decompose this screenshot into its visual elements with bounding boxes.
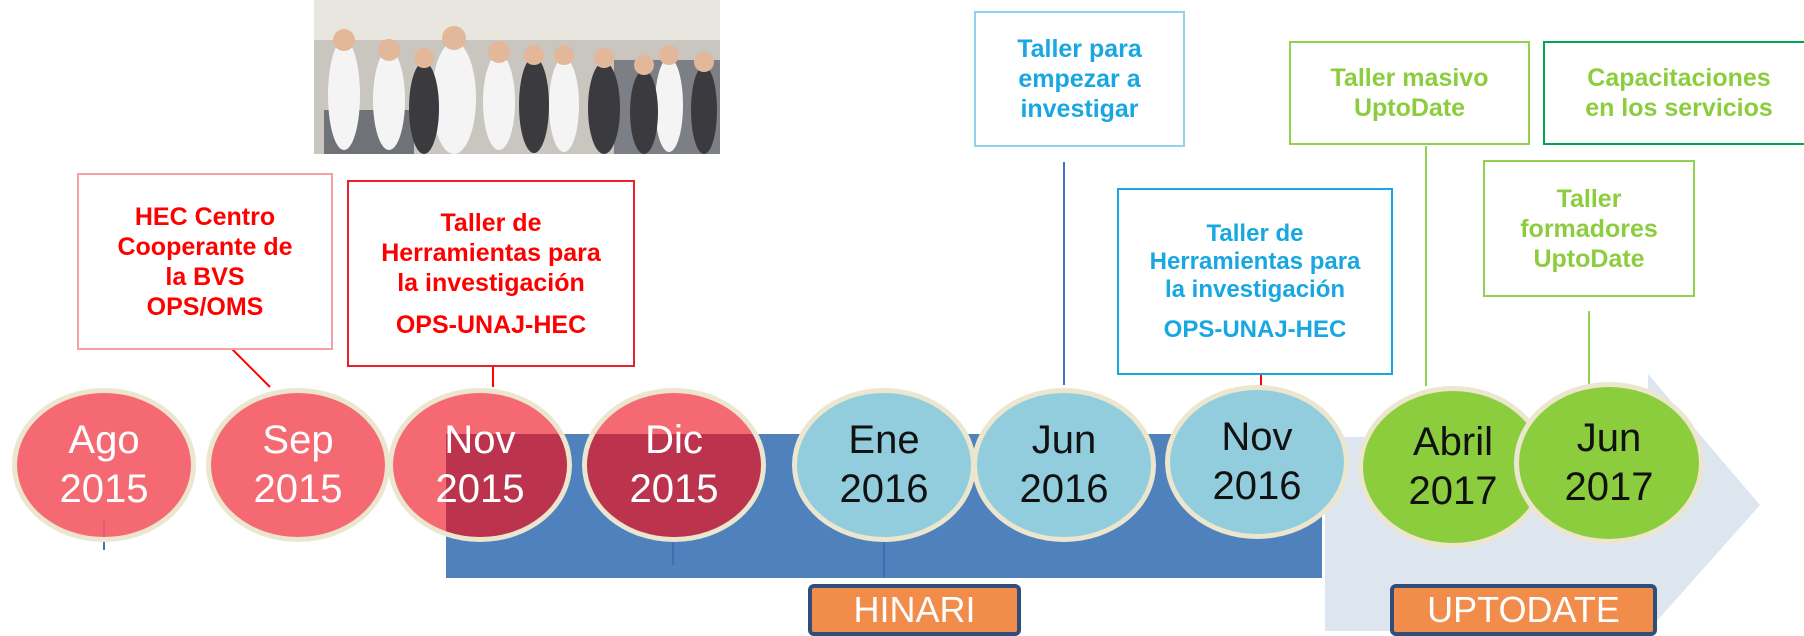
event-sub: OPS-UNAJ-HEC: [395, 310, 587, 339]
milestone-year: 2016: [1212, 464, 1302, 508]
milestone-month: Nov: [1221, 415, 1293, 459]
event-line: formadores: [1520, 214, 1658, 243]
event-line: la investigación: [1164, 275, 1346, 303]
event-box-taller-herramientas-2016: Taller de Herramientas para la investiga…: [1117, 188, 1393, 375]
event-line: UptoDate: [1533, 244, 1645, 273]
milestone-nov-2015-label: Nov 2015: [388, 388, 572, 542]
event-line: la investigación: [397, 268, 585, 297]
event-line: Cooperante de: [117, 232, 293, 261]
event-box-hec-centro: HEC Centro Cooperante de la BVS OPS/OMS: [77, 173, 333, 350]
group-photo-icon: [314, 0, 720, 154]
event-line: UptoDate: [1353, 94, 1466, 122]
milestone-year: 2017: [1408, 469, 1498, 513]
event-box-taller-formadores: Taller formadores UptoDate: [1483, 160, 1695, 297]
milestone-month: Ene: [848, 418, 920, 462]
milestone-month: Abril: [1412, 420, 1494, 464]
group-photo: [314, 0, 720, 154]
event-box-taller-investigar: Taller para empezar a investigar: [974, 11, 1185, 147]
milestone-nov-2016: Nov 2016: [1165, 385, 1349, 539]
tag-uptodate: UPTODATE: [1390, 584, 1657, 636]
event-line: Taller de: [440, 208, 542, 237]
event-box-capacitaciones: Capacitaciones en los servicios: [1543, 41, 1804, 145]
tag-hinari: HINARI: [808, 584, 1021, 636]
milestone-jun-2017: Jun 2017: [1514, 382, 1704, 544]
milestone-dic-2015-label: Dic 2015: [582, 388, 766, 542]
tag-uptodate-label: UPTODATE: [1427, 589, 1620, 630]
event-line: Taller para: [1017, 35, 1142, 63]
event-line: Taller masivo: [1330, 64, 1489, 92]
milestone-jun-2016: Jun 2016: [972, 388, 1156, 542]
event-sub: OPS-UNAJ-HEC: [1163, 315, 1347, 343]
milestone-year: 2015: [253, 467, 343, 511]
milestone-sep-2015: Sep 2015: [206, 388, 390, 542]
event-line: OPS/OMS: [146, 292, 264, 321]
milestone-month: Nov: [444, 418, 516, 462]
milestone-ene-2016: Ene 2016: [792, 388, 976, 542]
event-line: Herramientas para: [1149, 247, 1361, 275]
event-line: Herramientas para: [381, 238, 601, 267]
event-line: investigar: [1020, 95, 1139, 123]
event-box-taller-masivo: Taller masivo UptoDate: [1289, 41, 1530, 145]
event-line: en los servicios: [1585, 94, 1773, 122]
milestone-abril-2017: Abril 2017: [1358, 386, 1548, 548]
milestone-month: Jun: [1031, 418, 1097, 462]
milestone-year: 2015: [435, 467, 525, 511]
event-line: Taller: [1556, 184, 1622, 213]
milestone-month: Dic: [645, 418, 703, 462]
milestone-year: 2015: [59, 467, 149, 511]
event-line: la BVS: [165, 262, 245, 291]
event-line: Taller de: [1206, 219, 1304, 247]
milestone-month: Ago: [68, 418, 140, 462]
event-line: Capacitaciones: [1587, 64, 1771, 92]
milestone-year: 2015: [629, 467, 719, 511]
tag-hinari-label: HINARI: [853, 589, 976, 630]
milestone-year: 2017: [1564, 465, 1654, 509]
milestone-year: 2016: [839, 467, 929, 511]
event-line: HEC Centro: [134, 202, 276, 231]
milestone-ago-2015: Ago 2015: [12, 388, 196, 542]
milestone-month: Sep: [262, 418, 334, 462]
milestone-year: 2016: [1019, 467, 1109, 511]
event-box-taller-herramientas-2015: Taller de Herramientas para la investiga…: [347, 180, 635, 367]
event-line: empezar a: [1018, 65, 1141, 93]
milestone-month: Jun: [1576, 416, 1642, 460]
